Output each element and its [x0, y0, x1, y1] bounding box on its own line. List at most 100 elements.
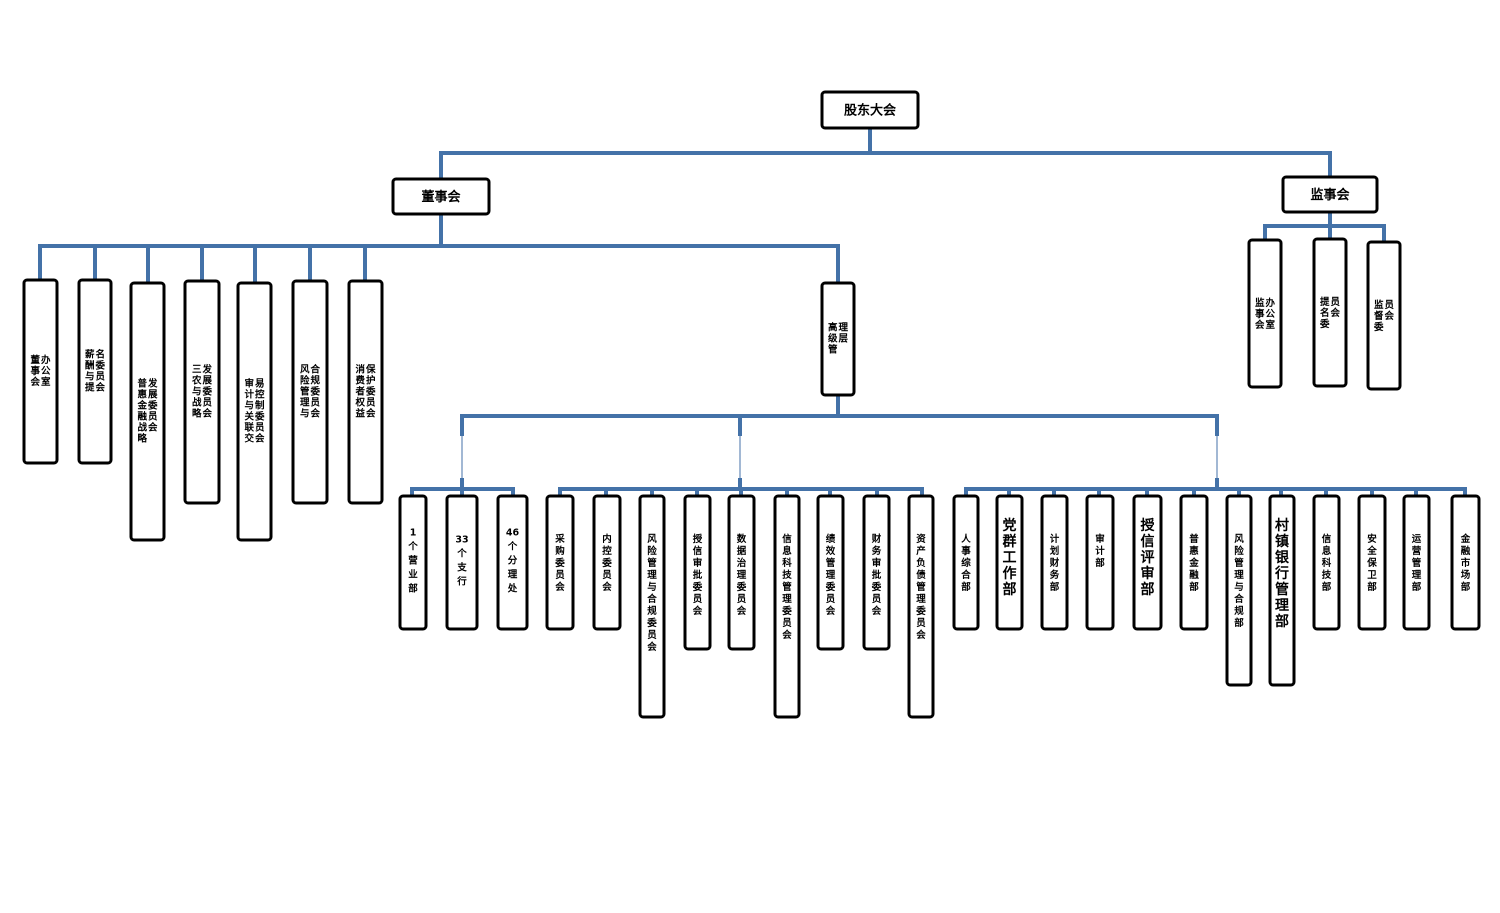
management-committee-7: 绩效管理委员会 — [816, 494, 845, 651]
board-committee-5-box — [236, 281, 273, 542]
board-committee-6-box — [291, 279, 329, 505]
management-committee-6-box — [773, 494, 801, 719]
board-committee-7-label: 消费者权益保护委员会 — [354, 364, 376, 420]
management-committee-1-box — [545, 494, 575, 631]
management-committee-5-label: 数据治理委员会 — [736, 533, 747, 617]
management-committee-6: 信息科技管理委员会 — [773, 494, 801, 719]
management-committee-3: 风险管理与合规委员会 — [638, 494, 666, 719]
board-committee-3-box — [129, 281, 166, 542]
department-6: 普惠金融部 — [1179, 494, 1209, 631]
department-12-label: 金融市场部 — [1460, 533, 1471, 593]
supervisor-unit-3-box — [1366, 240, 1402, 391]
department-11-box — [1402, 494, 1431, 631]
department-12-box — [1450, 494, 1481, 631]
shareholders-meeting-node-label: 股东大会 — [844, 103, 897, 119]
department-5-label: 授信评审部 — [1141, 517, 1156, 598]
department-11-label: 运营管理部 — [1412, 534, 1422, 593]
management-committee-5: 数据治理委员会 — [727, 494, 756, 651]
management-committee-8: 财务审批委员会 — [862, 494, 891, 651]
department-9-label: 信息科技部 — [1322, 533, 1332, 593]
department-10-label: 安全保卫部 — [1366, 533, 1377, 593]
department-9: 信息科技部 — [1312, 494, 1341, 631]
management-committee-7-box — [816, 494, 845, 651]
department-12: 金融市场部 — [1450, 494, 1481, 631]
connector — [439, 151, 1332, 179]
board-committee-6: 风险管理与合规委员会 — [291, 279, 329, 505]
connector — [38, 244, 840, 283]
board-of-supervisors-node: 监事会 — [1281, 175, 1379, 214]
department-10: 安全保卫部 — [1357, 494, 1387, 631]
department-1: 人事综合部 — [952, 494, 980, 631]
board-committee-1: 董事会办公室 — [22, 278, 59, 465]
department-8-box — [1268, 494, 1296, 687]
department-3-label: 计划财务部 — [1049, 533, 1060, 593]
supervisor-unit-2: 提名委员会 — [1312, 237, 1348, 388]
board-committee-5-label: 审计与关联交易控制委员会 — [244, 378, 265, 445]
department-2: 党群工作部 — [995, 494, 1024, 631]
board-committee-6-label: 风险管理与合规委员会 — [300, 364, 321, 420]
management-committee-9: 资产负债管理委员会 — [907, 494, 935, 719]
department-7: 风险管理与合规部 — [1225, 494, 1253, 687]
management-committee-7-label: 绩效管理委员会 — [825, 533, 836, 617]
senior-management-node: 高级管理层 — [820, 281, 856, 397]
board-committee-2: 薪酬与提名委员会 — [77, 278, 113, 465]
board-committee-7-box — [347, 279, 384, 505]
department-4: 审计部 — [1085, 494, 1115, 631]
department-2-label: 党群工作部 — [1002, 517, 1017, 598]
board-of-supervisors-node-box — [1281, 175, 1379, 214]
supervisor-unit-3-label: 监督委员会 — [1373, 299, 1395, 333]
department-4-box — [1085, 494, 1115, 631]
management-committee-1-label: 采购委员会 — [554, 533, 565, 593]
board-committee-4: 三农与战略发展委员会 — [183, 279, 221, 505]
department-5: 授信评审部 — [1132, 494, 1163, 631]
management-committee-4-box — [683, 494, 712, 651]
shareholders-meeting-node: 股东大会 — [820, 90, 920, 130]
management-committee-8-box — [862, 494, 891, 651]
supervisor-unit-1-label: 监事会办公室 — [1255, 297, 1276, 331]
management-committee-6-label: 信息科技管理委员会 — [781, 533, 792, 641]
branch-group-1-box — [398, 494, 428, 631]
management-committee-3-box — [638, 494, 666, 719]
board-of-supervisors-node-label: 监事会 — [1310, 187, 1350, 203]
shareholders-meeting-node-box — [820, 90, 920, 130]
management-committee-9-label: 资产负债管理委员会 — [915, 533, 926, 641]
management-committee-4-label: 授信审批委员会 — [692, 533, 703, 617]
senior-management-node-box — [820, 281, 856, 397]
department-10-box — [1357, 494, 1387, 631]
management-committee-4: 授信审批委员会 — [683, 494, 712, 651]
department-9-box — [1312, 494, 1341, 631]
supervisor-unit-1-box — [1247, 238, 1283, 389]
board-committee-5: 审计与关联交易控制委员会 — [236, 281, 273, 542]
department-4-label: 审计部 — [1095, 533, 1105, 569]
department-1-label: 人事综合部 — [961, 533, 971, 593]
board-committee-3-label: 普惠金融战略发展委员会 — [136, 378, 158, 445]
management-committee-5-box — [727, 494, 756, 651]
department-6-label: 普惠金融部 — [1188, 533, 1199, 593]
department-11: 运营管理部 — [1402, 494, 1431, 631]
department-5-box — [1132, 494, 1163, 631]
department-6-box — [1179, 494, 1209, 631]
management-committee-2-box — [592, 494, 622, 631]
board-of-directors-node-label: 董事会 — [421, 189, 461, 205]
supervisor-unit-3: 监督委员会 — [1366, 240, 1402, 391]
management-committee-3-label: 风险管理与合规委员会 — [646, 534, 657, 653]
board-committee-4-box — [183, 279, 221, 505]
board-committee-2-label: 薪酬与提名委员会 — [85, 349, 106, 394]
supervisor-unit-1: 监事会办公室 — [1247, 238, 1283, 389]
senior-management-node-label: 高级管理层 — [827, 322, 849, 356]
department-3-box — [1040, 494, 1069, 631]
board-committee-7: 消费者权益保护委员会 — [347, 279, 384, 505]
board-committee-4-label: 三农与战略发展委员会 — [191, 364, 213, 420]
connector — [1263, 224, 1386, 242]
management-committee-8-label: 财务审批委员会 — [871, 533, 882, 617]
department-7-box — [1225, 494, 1253, 687]
org-boxes: 股东大会董事会 监事会董事会办公室 薪酬与提名委员会普惠金融战略发展委员会 三农与战略… — [22, 90, 1481, 719]
branch-group-2-box — [445, 494, 479, 631]
board-committee-1-box — [22, 278, 59, 465]
board-committee-1-label: 董事会办公室 — [30, 354, 51, 388]
connector — [964, 487, 1467, 497]
